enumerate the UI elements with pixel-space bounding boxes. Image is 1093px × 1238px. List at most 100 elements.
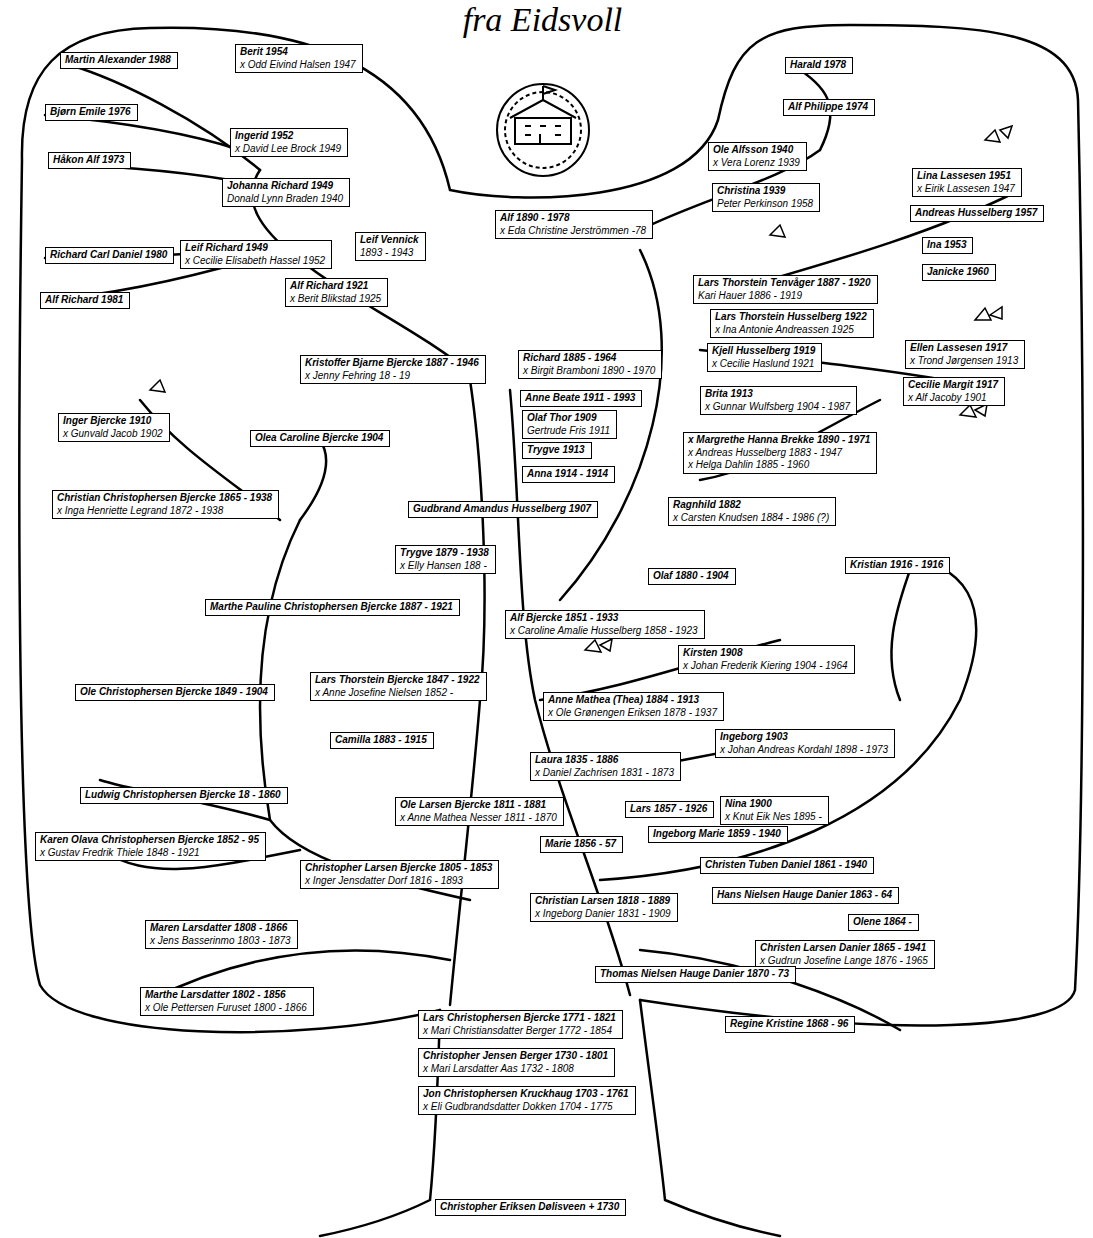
person-text: x Vera Lorenz 1939 <box>713 157 802 170</box>
person-box: Alf Bjercke 1851 - 1933x Caroline Amalie… <box>505 610 705 639</box>
person-box: Alf Richard 1921x Berit Blikstad 1925 <box>285 278 388 307</box>
person-text: Gudbrand Amandus Husselberg 1907 <box>413 503 593 516</box>
person-text: Ole Alfsson 1940 <box>713 144 802 157</box>
person-text: Harald 1978 <box>790 59 848 72</box>
person-text: Christen Larsen Danier 1865 - 1941 <box>760 942 930 955</box>
person-box: Kristoffer Bjarne Bjercke 1887 - 1946x J… <box>300 355 486 384</box>
person-text: Marthe Larsdatter 1802 - 1856 <box>145 989 309 1002</box>
person-box: Nina 1900x Knut Eik Nes 1895 - <box>720 796 829 825</box>
person-box: Marthe Larsdatter 1802 - 1856x Ole Pette… <box>140 987 314 1016</box>
person-text: x Ina Antonie Andreassen 1925 <box>715 324 869 337</box>
person-box: Lars 1857 - 1926 <box>625 801 714 818</box>
person-text: Christen Tuben Daniel 1861 - 1940 <box>705 859 869 872</box>
person-box: Ina 1953 <box>922 237 973 254</box>
person-text: x Ole Grønengen Eriksen 1878 - 1937 <box>548 707 719 720</box>
person-text: Ole Christophersen Bjercke 1849 - 1904 <box>80 686 270 699</box>
person-text: Berit 1954 <box>240 46 358 59</box>
person-text: x Eirik Lassesen 1947 <box>917 183 1017 196</box>
person-box: Lars Thorstein Husselberg 1922x Ina Anto… <box>710 309 874 338</box>
person-box: Trygve 1913 <box>522 442 592 459</box>
person-box: Thomas Nielsen Hauge Danier 1870 - 73 <box>595 966 796 983</box>
person-text: Ragnhild 1882 <box>673 499 831 512</box>
person-text: Christopher Eriksen Dølisveen + 1730 <box>440 1201 621 1214</box>
person-box: Ole Christophersen Bjercke 1849 - 1904 <box>75 684 275 701</box>
person-text: Alf Philippe 1974 <box>788 101 870 114</box>
person-text: Janicke 1960 <box>927 266 991 279</box>
person-text: Gertrude Fris 1911 <box>527 425 612 438</box>
person-text: Lars Christophersen Bjercke 1771 - 1821 <box>423 1012 618 1025</box>
person-box: Martin Alexander 1988 <box>60 52 178 69</box>
person-text: x Johan Andreas Kordahl 1898 - 1973 <box>720 744 890 757</box>
person-text: Olene 1864 - <box>853 916 914 929</box>
person-box: Johanna Richard 1949Donald Lynn Braden 1… <box>222 178 350 207</box>
person-text: Hans Nielsen Hauge Danier 1863 - 64 <box>717 889 894 902</box>
person-text: x Jens Basserinmo 1803 - 1873 <box>150 935 293 948</box>
person-text: x Inger Jensdatter Dorf 1816 - 1893 <box>305 875 494 888</box>
person-text: x Mari Larsdatter Aas 1732 - 1808 <box>423 1063 610 1076</box>
person-text: Brita 1913 <box>705 388 852 401</box>
person-text: Thomas Nielsen Hauge Danier 1870 - 73 <box>600 968 791 981</box>
person-text: Christian Christophersen Bjercke 1865 - … <box>57 492 274 505</box>
trunk-right <box>640 1000 780 1236</box>
person-text: x Gustav Fredrik Thiele 1848 - 1921 <box>40 847 261 860</box>
person-text: x Gunvald Jacob 1902 <box>63 428 165 441</box>
person-text: Olea Caroline Bjercke 1904 <box>255 432 385 445</box>
person-box: Richard Carl Daniel 1980 <box>45 247 174 264</box>
person-box: Berit 1954x Odd Eivind Halsen 1947 <box>235 44 363 73</box>
person-text: Christopher Jensen Berger 1730 - 1801 <box>423 1050 610 1063</box>
branch <box>891 570 910 700</box>
person-text: Richard 1885 - 1964 <box>523 352 657 365</box>
person-text: x Birgit Bramboni 1890 - 1970 <box>523 365 657 378</box>
person-text: Inger Bjercke 1910 <box>63 415 165 428</box>
person-text: Ole Larsen Bjercke 1811 - 1881 <box>400 799 559 812</box>
person-text: x Johan Frederik Kiering 1904 - 1964 <box>683 660 850 673</box>
person-box: Christian Christophersen Bjercke 1865 - … <box>52 490 279 519</box>
person-text: x Alf Jacoby 1901 <box>908 392 1000 405</box>
person-text: x Inga Henriette Legrand 1872 - 1938 <box>57 505 274 518</box>
person-box: Olaf 1880 - 1904 <box>648 568 736 585</box>
person-box: Trygve 1879 - 1938x Elly Hansen 188 - <box>395 545 496 574</box>
title-text: fra Eidsvoll <box>455 2 630 38</box>
person-text: Leif Vennick <box>360 234 421 247</box>
emblem <box>497 84 589 176</box>
person-box: Ole Alfsson 1940x Vera Lorenz 1939 <box>708 142 807 171</box>
person-text: x Cecilie Haslund 1921 <box>712 358 817 371</box>
branch <box>300 440 326 520</box>
person-text: x Daniel Zachrisen 1831 - 1873 <box>535 767 676 780</box>
person-text: Laura 1835 - 1886 <box>535 754 676 767</box>
person-text: x Margrethe Hanna Brekke 1890 - 1971 <box>688 434 872 447</box>
person-text: Kristoffer Bjarne Bjercke 1887 - 1946 <box>305 357 481 370</box>
person-box: Leif Richard 1949x Cecilie Elisabeth Has… <box>180 240 332 269</box>
person-box: Håkon Alf 1973 <box>48 152 131 169</box>
person-text: Regine Kristine 1868 - 96 <box>730 1018 850 1031</box>
person-text: Anna 1914 - 1914 <box>527 468 610 481</box>
person-box: Maren Larsdatter 1808 - 1866x Jens Basse… <box>145 920 298 949</box>
person-text: Kristian 1916 - 1916 <box>850 559 945 572</box>
person-text: Kari Hauer 1886 - 1919 <box>698 290 873 303</box>
person-text: Peter Perkinson 1958 <box>717 198 815 211</box>
person-text: x Helga Dahlin 1885 - 1960 <box>688 459 872 472</box>
person-text: Nina 1900 <box>725 798 824 811</box>
person-box: Olene 1864 - <box>848 914 919 931</box>
person-box: Ingeborg Marie 1859 - 1940 <box>648 826 788 843</box>
person-box: Cecilie Margit 1917x Alf Jacoby 1901 <box>903 377 1005 406</box>
person-box: Alf Richard 1981 <box>40 292 130 309</box>
trunk-left <box>320 1010 440 1236</box>
person-text: Alf Richard 1981 <box>45 294 125 307</box>
person-text: Lars Thorstein Husselberg 1922 <box>715 311 869 324</box>
person-box: Lina Lassesen 1951x Eirik Lassesen 1947 <box>912 168 1022 197</box>
person-text: Ingerid 1952 <box>235 130 343 143</box>
person-box: Janicke 1960 <box>922 264 996 281</box>
person-box: Leif Vennick1893 - 1943 <box>355 232 426 261</box>
person-text: Lars 1857 - 1926 <box>630 803 709 816</box>
person-text: x Trond Jørgensen 1913 <box>910 355 1020 368</box>
person-text: Ingeborg 1903 <box>720 731 890 744</box>
person-box: Marie 1856 - 57 <box>540 836 623 853</box>
person-text: Lina Lassesen 1951 <box>917 170 1017 183</box>
person-box: Olaf Thor 1909Gertrude Fris 1911 <box>522 410 617 439</box>
person-text: Camilla 1883 - 1915 <box>335 734 429 747</box>
person-box: Ingeborg 1903x Johan Andreas Kordahl 189… <box>715 729 895 758</box>
person-text: x Elly Hansen 188 - <box>400 560 491 573</box>
person-text: Cecilie Margit 1917 <box>908 379 1000 392</box>
